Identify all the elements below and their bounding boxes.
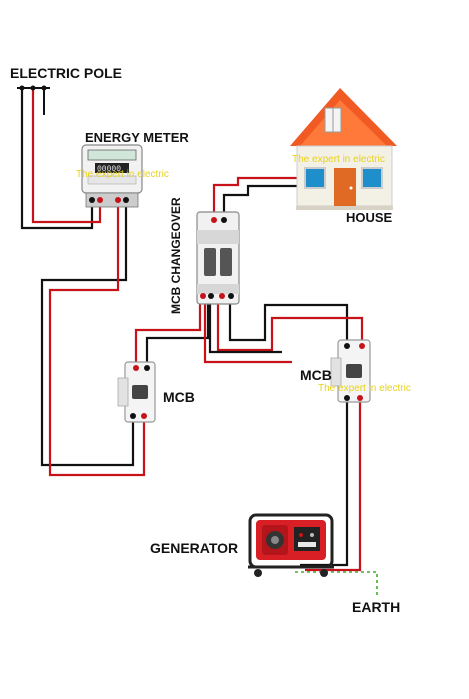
house: The expert in electric HOUSE bbox=[290, 88, 397, 225]
generator-label: GENERATOR bbox=[150, 540, 238, 556]
mcb-changeover: MCB CHANGEOVER bbox=[169, 197, 240, 314]
pole-to-meter-neutral bbox=[20, 90, 94, 230]
mcb-left-label: MCB bbox=[163, 389, 195, 405]
house-watermark: The expert in electric bbox=[292, 154, 385, 165]
electric-pole-label: ELECTRIC POLE bbox=[10, 65, 122, 81]
changeover-to-mcb-neutral-1 bbox=[228, 296, 349, 345]
meter-watermark: The expert in electric bbox=[76, 169, 169, 180]
mcb-left: MCB bbox=[117, 361, 195, 423]
pole-to-meter-live bbox=[31, 90, 102, 224]
earth-wire bbox=[295, 571, 378, 595]
earth: EARTH bbox=[352, 599, 400, 615]
mcb-right-label: MCB bbox=[300, 367, 332, 383]
svg-text:00000: 00000 bbox=[97, 165, 121, 174]
house-label: HOUSE bbox=[346, 210, 393, 225]
meter-to-mcb-neutral bbox=[40, 205, 135, 467]
mcb-changeover-label: MCB CHANGEOVER bbox=[169, 197, 183, 314]
earth-label: EARTH bbox=[352, 599, 400, 615]
changeover-to-mcb-live-2 bbox=[203, 300, 292, 364]
changeover-to-mcb-live-1 bbox=[216, 296, 364, 352]
mcb-to-changeover-neutral bbox=[145, 300, 210, 365]
electric-pole: ELECTRIC POLE bbox=[10, 65, 122, 115]
generator: GENERATOR bbox=[150, 513, 334, 577]
mcb-to-generator-neutral bbox=[300, 400, 349, 567]
energy-meter: ENERGY METER 00000 The expert in electri… bbox=[76, 130, 189, 208]
changeover-to-house-neutral bbox=[222, 184, 302, 216]
energy-meter-label: ENERGY METER bbox=[85, 130, 189, 145]
mcb-to-changeover-live bbox=[134, 300, 202, 365]
mcb-right-watermark: The expert in electric bbox=[318, 383, 411, 394]
changeover-to-mcb-neutral-2 bbox=[208, 300, 282, 354]
meter-to-mcb-live bbox=[48, 205, 146, 477]
mcb-right: MCB The expert in electric bbox=[300, 339, 411, 403]
changeover-to-house-live bbox=[212, 176, 302, 216]
